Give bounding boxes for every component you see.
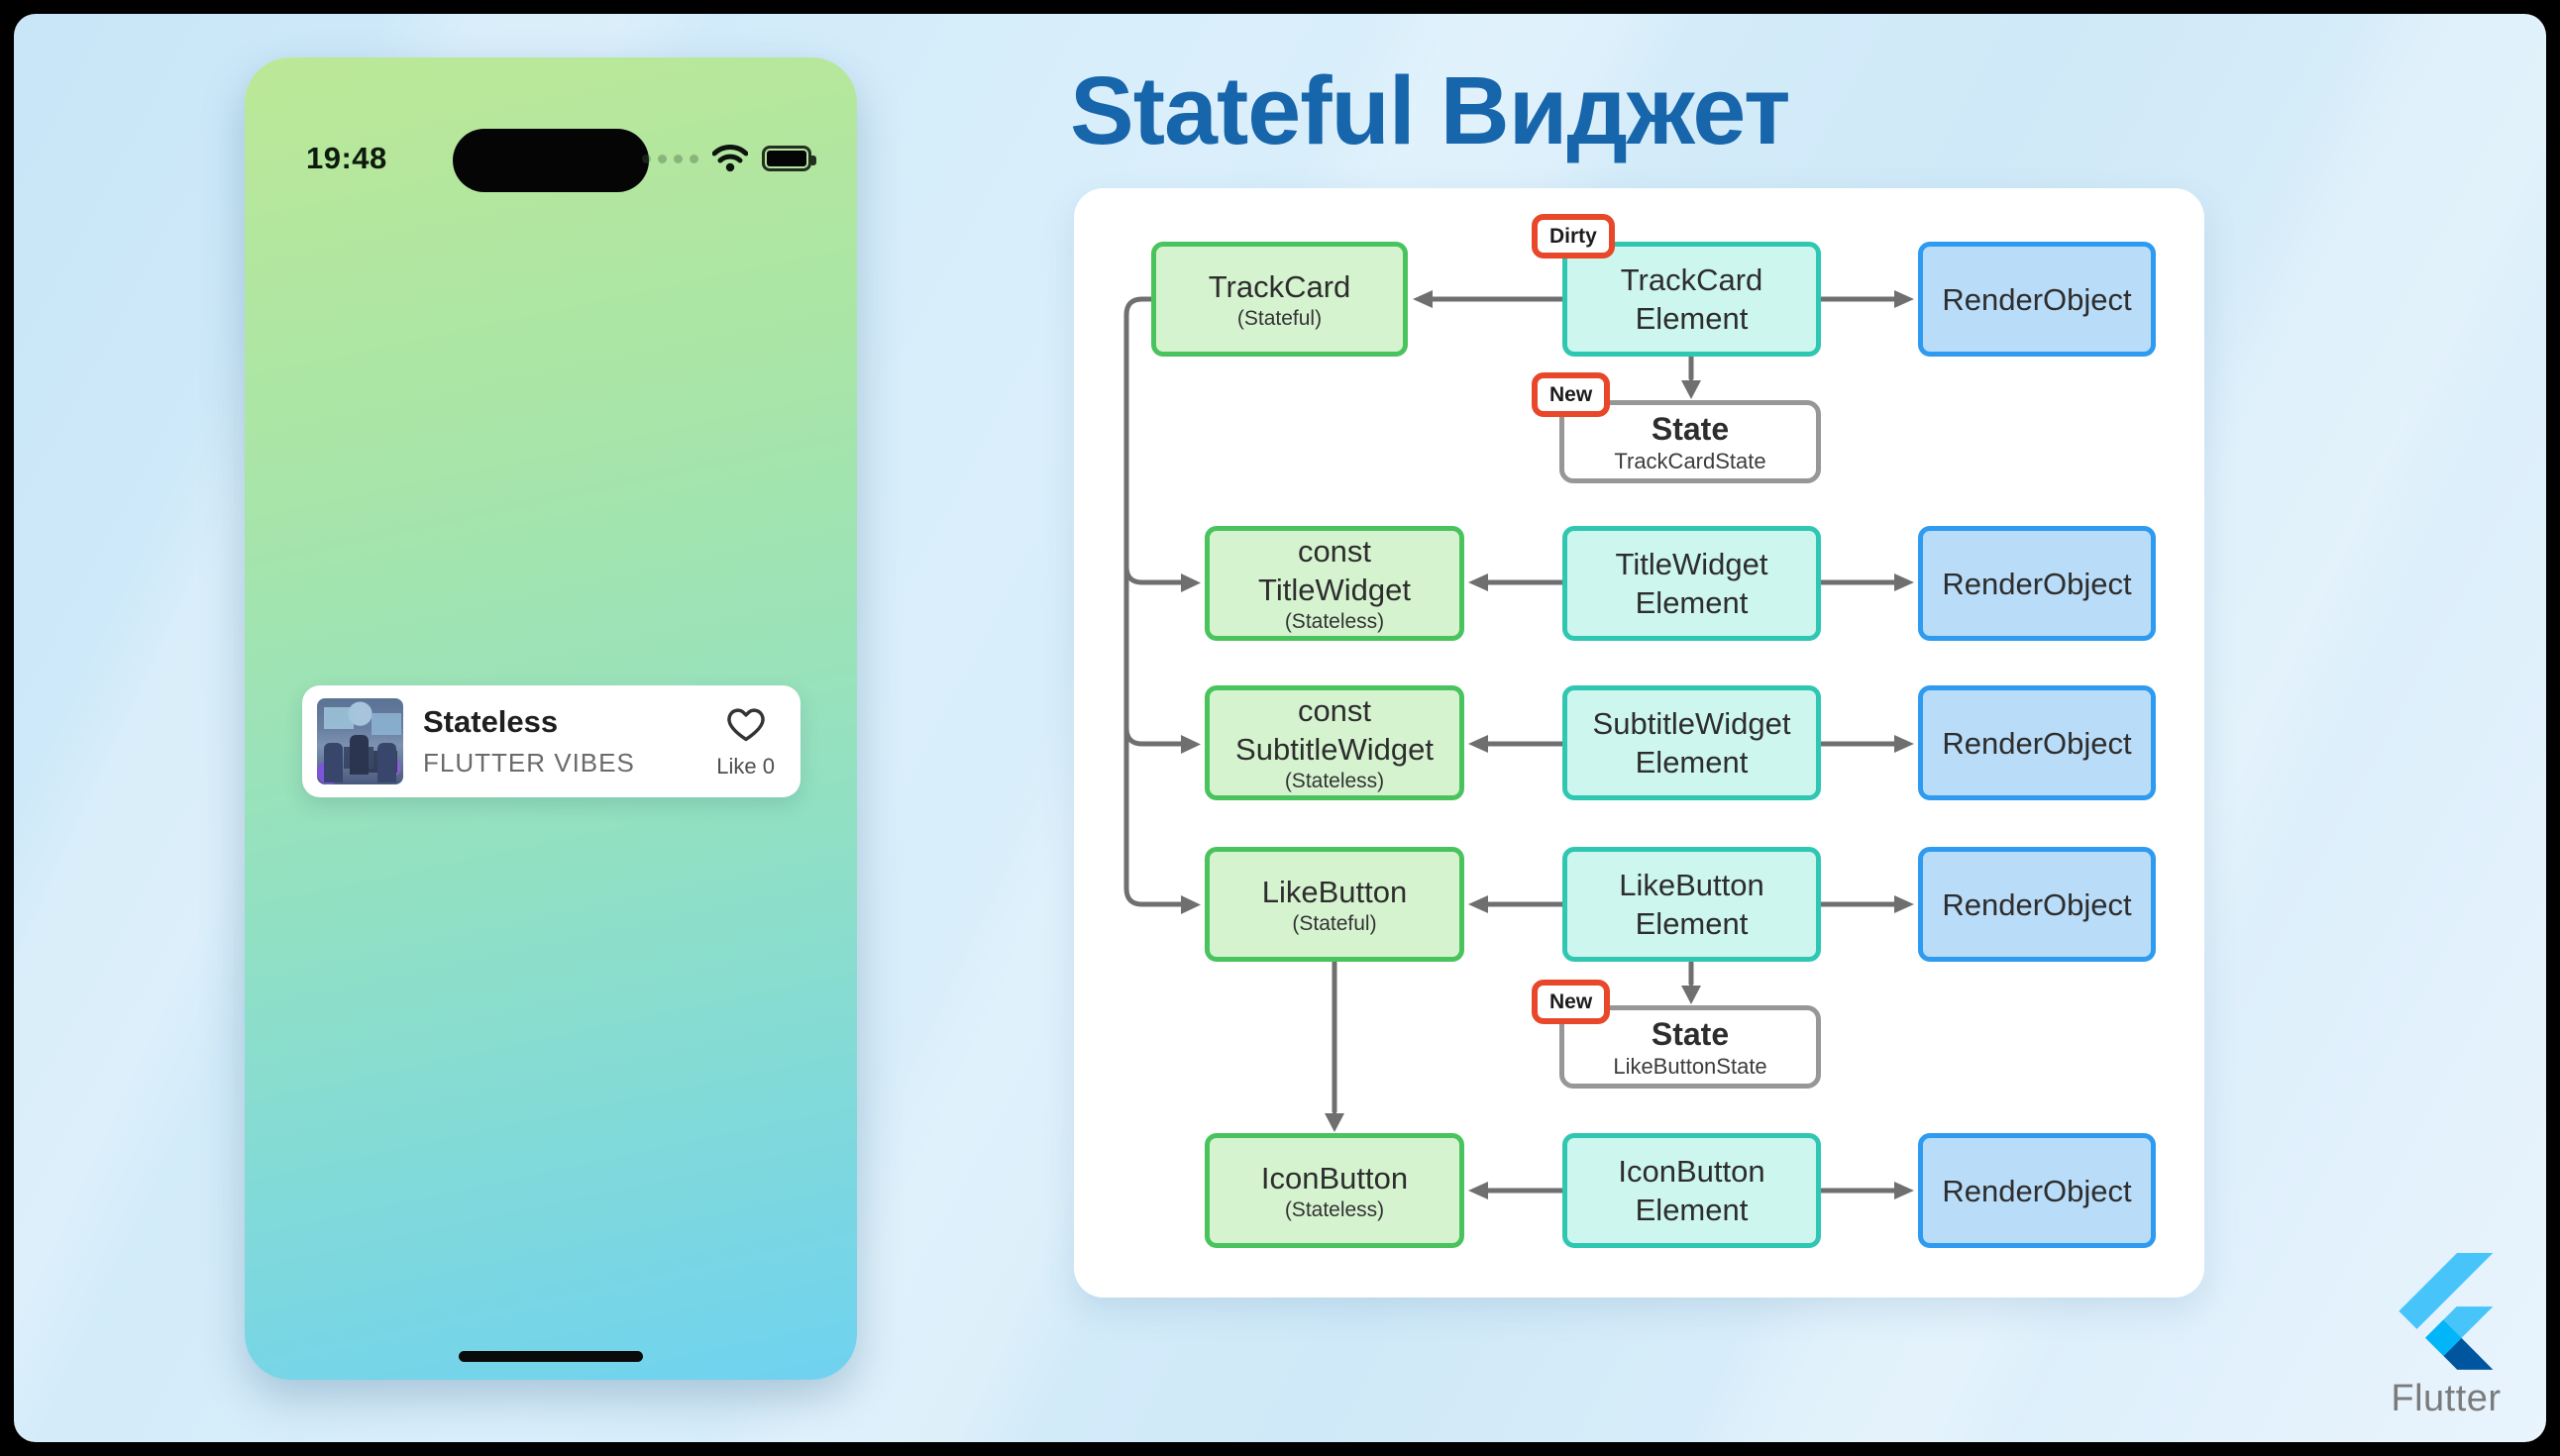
track-card: Stateless FLUTTER VIBES Like 0 [302,685,800,797]
like-button[interactable]: Like 0 [716,704,781,780]
album-art [317,698,403,784]
node-iconbutton-widget: IconButton (Stateless) [1205,1133,1464,1248]
flutter-wordmark: Flutter [2391,1378,2502,1419]
track-title: Stateless [423,704,559,739]
page-title: Stateful Виджет [1070,56,1791,164]
widget-tree-diagram: TrackCard (Stateful) TrackCard Element R… [1074,188,2204,1298]
flutter-logo-icon [2399,1253,2494,1370]
dynamic-island [453,129,649,192]
node-trackcard-widget: TrackCard (Stateful) [1151,242,1408,357]
wifi-icon [712,145,748,172]
flutter-brand: Flutter [2372,1253,2520,1420]
phone-mockup: 19:48 Stateless FLUTTER VIBES [245,57,857,1380]
node-renderobject-2: RenderObject [1918,526,2156,641]
like-count-label: Like 0 [716,753,775,779]
node-subtitlewidget-element: SubtitleWidget Element [1562,685,1821,800]
node-renderobject-1: RenderObject [1918,242,2156,357]
slide-background: 19:48 Stateless FLUTTER VIBES [14,14,2546,1442]
node-likebutton-element: LikeButton Element [1562,847,1821,962]
node-trackcard-element: TrackCard Element [1562,242,1821,357]
node-renderobject-3: RenderObject [1918,685,2156,800]
home-indicator[interactable] [459,1351,643,1362]
node-iconbutton-element: IconButton Element [1562,1133,1821,1248]
cellular-signal-icon [642,154,698,163]
node-likebutton-state: State LikeButtonState [1559,1005,1821,1089]
node-likebutton-widget: LikeButton (Stateful) [1205,847,1464,962]
new-badge-likebutton-state: New [1532,980,1611,1024]
node-renderobject-5: RenderObject [1918,1133,2156,1248]
phone-status-bar: 19:48 [245,127,857,194]
node-titlewidget-widget: const TitleWidget (Stateless) [1205,526,1464,641]
heart-icon [726,707,765,741]
track-subtitle: FLUTTER VIBES [423,748,635,778]
battery-icon [762,146,816,171]
new-badge-trackcard-state: New [1532,372,1611,417]
status-time: 19:48 [306,141,387,175]
node-renderobject-4: RenderObject [1918,847,2156,962]
dirty-badge: Dirty [1532,214,1615,259]
node-titlewidget-element: TitleWidget Element [1562,526,1821,641]
node-subtitlewidget-widget: const SubtitleWidget (Stateless) [1205,685,1464,800]
